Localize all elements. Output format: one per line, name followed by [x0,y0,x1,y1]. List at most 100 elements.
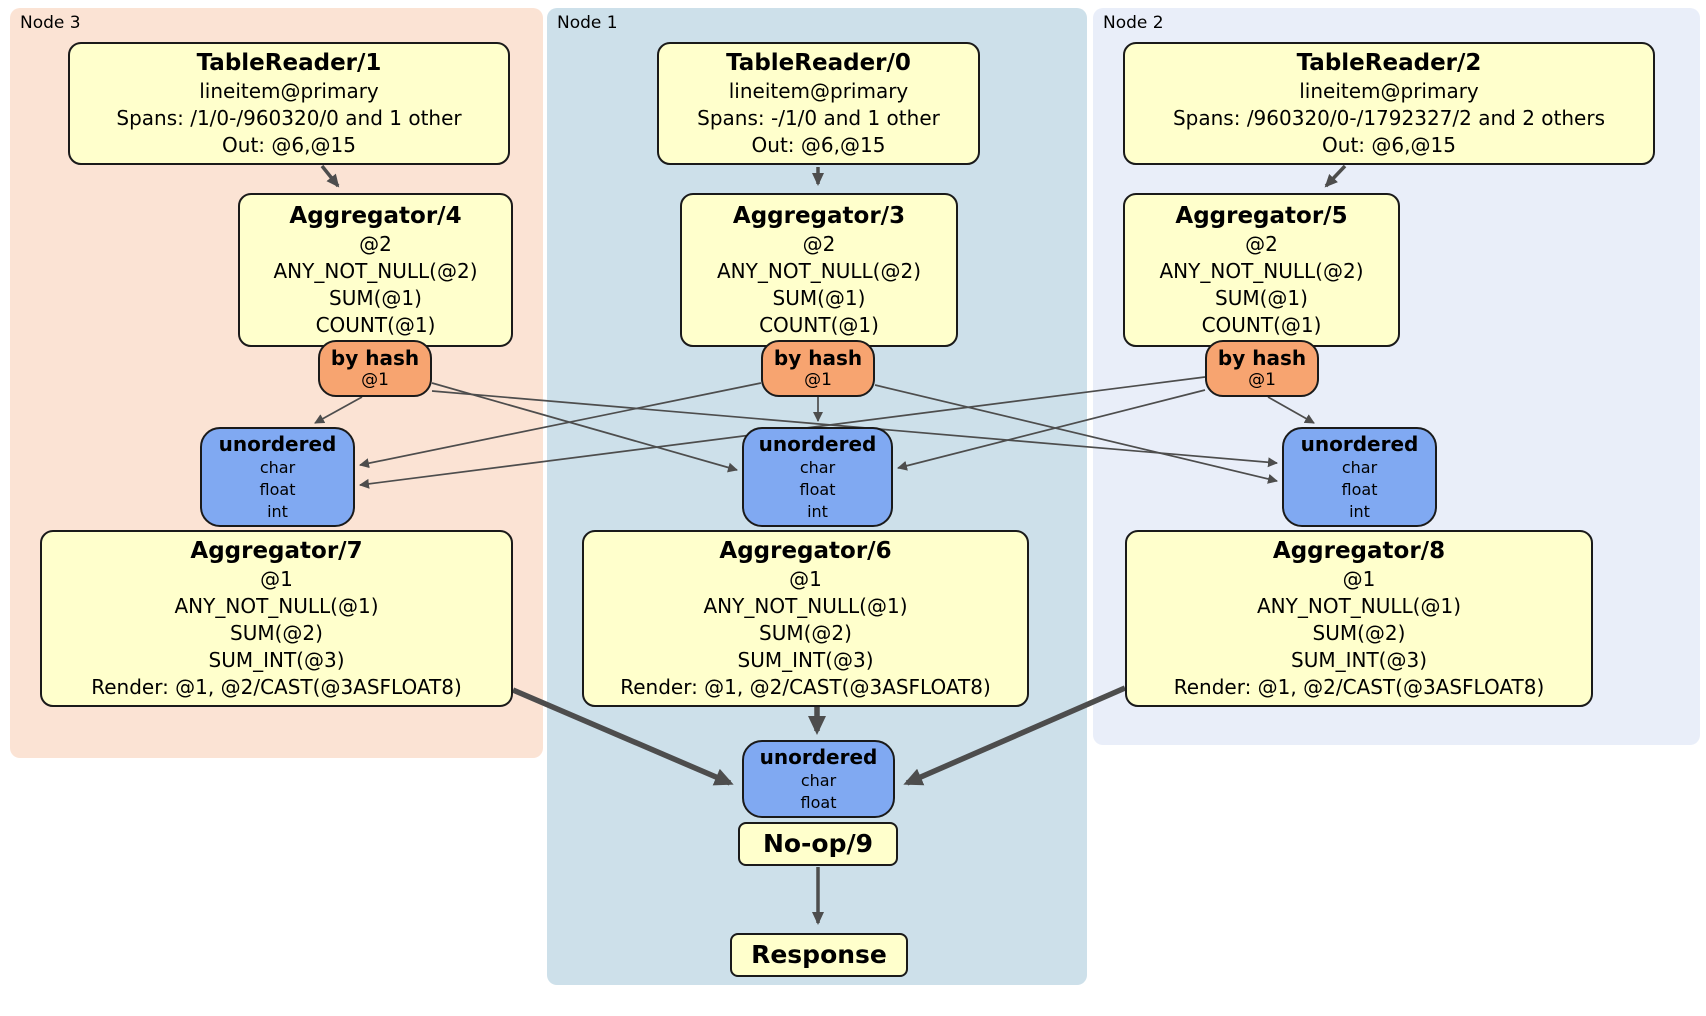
sync-column: float [259,479,296,499]
sync-unordered-output: unordered char float [742,740,895,818]
box-line-index: lineitem@primary [1299,79,1479,103]
tablereader-0-box: TableReader/0 lineitem@primary Spans: -/… [657,42,980,165]
edge-bh2-u2 [1267,396,1315,424]
sync-column: float [799,479,836,499]
box-line-fn: ANY_NOT_NULL(@1) [1257,594,1461,618]
box-line-out: Out: @6,@15 [751,133,886,157]
tablereader-2-box: TableReader/2 lineitem@primary Spans: /9… [1123,42,1655,165]
region-label-node-2: Node 2 [1103,13,1164,33]
edge-bh3-u1 [431,382,738,473]
sync-column: char [799,457,836,477]
box-line-groupby: @1 [1342,567,1376,591]
box-line-render: Render: @1, @2/CAST(@3ASFLOAT8) [91,675,462,699]
box-line-spans: Spans: /1/0-/960320/0 and 1 other [116,106,462,130]
aggregator-4-box: Aggregator/4 @2 ANY_NOT_NULL(@2) SUM(@1)… [238,193,513,347]
sync-unordered-node3: unordered char float int [200,427,355,527]
router-detail: @1 [804,370,832,390]
edge-bh1-u3 [359,382,762,469]
router-title: by hash [773,346,863,370]
box-line-out: Out: @6,@15 [1322,133,1456,157]
box-line-fn: SUM_INT(@3) [737,648,874,672]
box-line-fn: SUM(@1) [1215,286,1308,310]
box-title: Aggregator/3 [732,203,906,229]
box-line-groupby: @2 [1245,232,1278,256]
box-title: TableReader/1 [196,50,382,76]
box-line-groupby: @2 [802,232,836,256]
box-title: Response [751,940,887,969]
box-title: Aggregator/6 [719,538,892,564]
box-line-spans: Spans: -/1/0 and 1 other [697,106,940,130]
box-line-fn: ANY_NOT_NULL(@1) [174,594,379,618]
box-title: Aggregator/8 [1272,538,1446,564]
sync-title: unordered [1300,431,1419,456]
box-line-out: Out: @6,@15 [222,133,356,157]
box-title: No-op/9 [762,829,874,858]
region-label-node-1: Node 1 [557,13,618,33]
sync-column: float [1341,479,1378,499]
router-detail: @1 [1248,370,1276,390]
box-line-render: Render: @1, @2/CAST(@3ASFLOAT8) [1173,675,1545,699]
sync-title: unordered [218,431,337,456]
box-line-index: lineitem@primary [728,79,909,103]
aggregator-3-box: Aggregator/3 @2 ANY_NOT_NULL(@2) SUM(@1)… [680,193,958,347]
box-line-fn: ANY_NOT_NULL(@2) [717,259,921,283]
box-line-fn: SUM(@2) [230,621,323,645]
edge-bh3-u3 [314,396,363,424]
box-line-fn: SUM(@2) [759,621,852,645]
sync-unordered-node1: unordered char float int [742,427,893,527]
edge-tr1-agg4 [320,164,340,188]
box-line-render: Render: @1, @2/CAST(@3ASFLOAT8) [620,675,991,699]
box-line-fn: SUM(@1) [329,286,422,310]
router-title: by hash [1217,346,1307,370]
box-line-fn: ANY_NOT_NULL(@2) [273,259,478,283]
region-label-node-3: Node 3 [20,13,81,33]
box-title: Aggregator/5 [1175,203,1348,229]
sync-column: int [1349,501,1370,521]
edge-agg8-usync [903,685,1127,786]
box-line-fn: SUM(@1) [772,286,866,310]
box-line-fn: COUNT(@1) [759,313,879,337]
aggregator-5-box: Aggregator/5 @2 ANY_NOT_NULL(@2) SUM(@1)… [1123,193,1400,347]
sync-unordered-node2: unordered char float int [1282,427,1437,527]
edge-bh2-u1 [897,389,1206,471]
sync-column: char [259,457,296,477]
box-line-fn: COUNT(@1) [1201,313,1322,337]
box-title: Aggregator/4 [289,203,462,229]
edge-bh1-u2 [874,384,1278,484]
response-box: Response [730,933,908,977]
sync-column: int [807,501,828,521]
sync-title: unordered [758,431,877,456]
sync-column: char [1341,457,1378,477]
aggregator-6-box: Aggregator/6 @1 ANY_NOT_NULL(@1) SUM(@2)… [582,530,1029,707]
box-title: TableReader/2 [1296,50,1482,76]
router-detail: @1 [361,370,389,390]
box-line-groupby: @1 [260,567,293,591]
tablereader-1-box: TableReader/1 lineitem@primary Spans: /1… [68,42,510,165]
noop-9-box: No-op/9 [738,822,898,866]
aggregator-8-box: Aggregator/8 @1 ANY_NOT_NULL(@1) SUM(@2)… [1125,530,1593,707]
box-title: Aggregator/7 [190,538,363,564]
box-line-fn: SUM_INT(@3) [1291,648,1427,672]
box-title: TableReader/0 [726,50,911,76]
router-title: by hash [330,346,420,370]
edge-agg7-usync [511,687,734,786]
edge-tr2-agg5 [1324,164,1347,188]
aggregator-7-box: Aggregator/7 @1 ANY_NOT_NULL(@1) SUM(@2)… [40,530,513,707]
box-line-fn: COUNT(@1) [315,313,436,337]
box-line-fn: ANY_NOT_NULL(@2) [1159,259,1364,283]
box-line-spans: Spans: /960320/0-/1792327/2 and 2 others [1172,106,1605,130]
box-line-index: lineitem@primary [199,79,379,103]
box-line-groupby: @2 [359,232,392,256]
box-line-groupby: @1 [789,567,822,591]
box-line-fn: SUM(@2) [1312,621,1406,645]
sync-column: float [800,792,837,812]
box-line-fn: ANY_NOT_NULL(@1) [703,594,908,618]
router-by-hash-node3: by hash @1 [318,340,432,397]
sync-title: unordered [759,744,878,769]
box-line-fn: SUM_INT(@3) [208,648,345,672]
sync-column: int [267,501,288,521]
sync-column: char [800,770,837,790]
router-by-hash-node1: by hash @1 [761,340,875,397]
